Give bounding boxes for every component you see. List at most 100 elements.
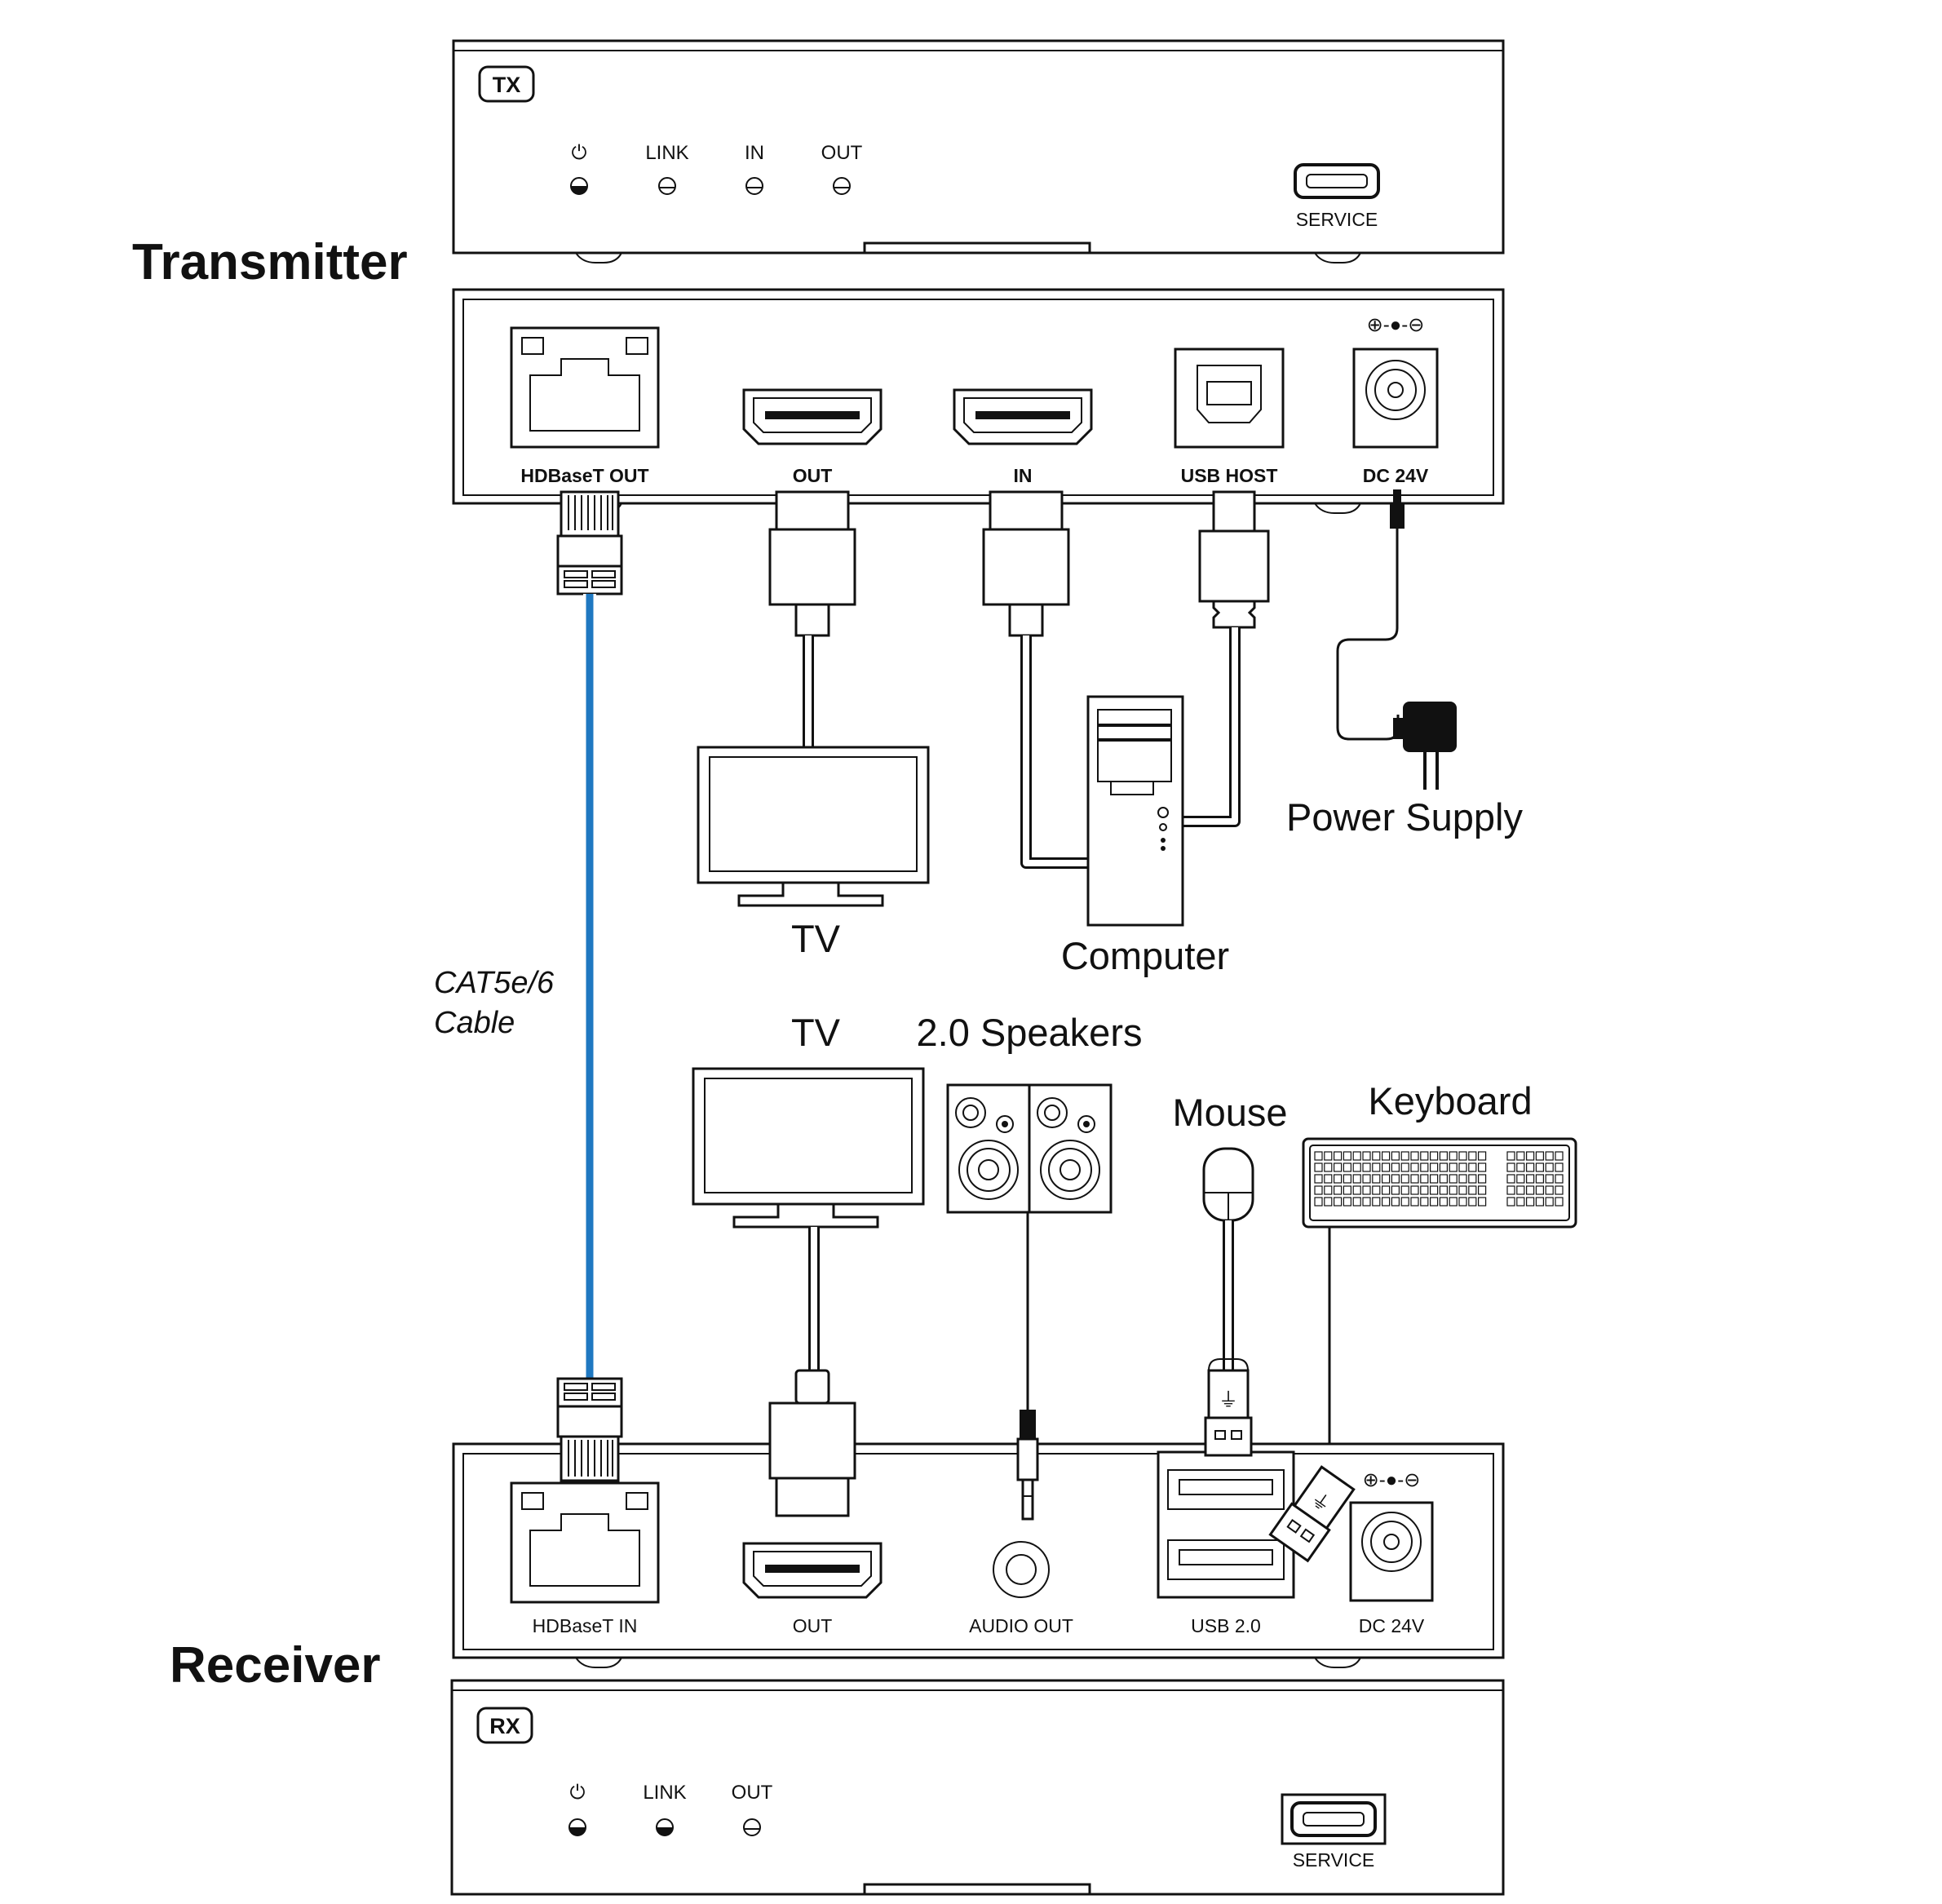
svg-text:OUT: OUT bbox=[793, 465, 833, 486]
keyboard-key bbox=[1352, 1151, 1361, 1161]
keyboard-key bbox=[1468, 1162, 1477, 1172]
keyboard-key bbox=[1458, 1174, 1467, 1184]
tx-hdmi-out-plug bbox=[768, 490, 856, 747]
cable-label-line2: Cable bbox=[434, 1006, 515, 1040]
keyboard-key bbox=[1362, 1151, 1371, 1161]
keyboard-key bbox=[1391, 1162, 1400, 1172]
rx-front-panel: RX ⏻ LINK OUT SERVICE bbox=[450, 1679, 1505, 1896]
keyboard-key bbox=[1525, 1197, 1535, 1207]
keyboard-key bbox=[1449, 1151, 1458, 1161]
keyboard-key bbox=[1410, 1162, 1419, 1172]
rx-hdmi-plug bbox=[768, 1369, 856, 1517]
keyboard-key bbox=[1410, 1151, 1419, 1161]
keyboard-key bbox=[1324, 1197, 1333, 1207]
keyboard-key bbox=[1333, 1174, 1343, 1184]
keyboard-key bbox=[1439, 1162, 1449, 1172]
keyboard-key bbox=[1555, 1151, 1564, 1161]
keyboard-key bbox=[1391, 1185, 1400, 1195]
svg-text:USB 2.0: USB 2.0 bbox=[1191, 1615, 1261, 1636]
keyboard-key bbox=[1439, 1174, 1449, 1184]
keyboard-key bbox=[1429, 1197, 1439, 1207]
svg-text:SERVICE: SERVICE bbox=[1293, 1849, 1375, 1871]
rx-tv-icon bbox=[692, 1067, 925, 1229]
keyboard-key bbox=[1372, 1197, 1381, 1207]
keyboard-key bbox=[1362, 1185, 1371, 1195]
keyboard-key bbox=[1372, 1151, 1381, 1161]
keyboard-key bbox=[1314, 1174, 1323, 1184]
tx-rear-panel: HDBaseT OUT OUT IN USB HOST ⊕-●-⊖ DC 24 bbox=[452, 288, 1505, 514]
keyboard-key bbox=[1314, 1197, 1323, 1207]
keyboard-key bbox=[1506, 1151, 1515, 1161]
keyboard-key bbox=[1516, 1174, 1525, 1184]
tx-led-link: LINK bbox=[645, 142, 689, 195]
keyboard-key bbox=[1429, 1174, 1439, 1184]
keyboard-key bbox=[1468, 1151, 1477, 1161]
svg-text:OUT: OUT bbox=[793, 1615, 833, 1636]
svg-text:RX: RX bbox=[489, 1714, 520, 1738]
rx-led-power: ⏻ bbox=[568, 1782, 586, 1836]
keyboard-key bbox=[1324, 1185, 1333, 1195]
keyboard-key bbox=[1506, 1162, 1515, 1172]
keyboard-key bbox=[1410, 1174, 1419, 1184]
keyboard-key bbox=[1535, 1151, 1545, 1161]
rx-audio-out-port: AUDIO OUT bbox=[969, 1541, 1073, 1636]
keyboard-key bbox=[1535, 1185, 1545, 1195]
keyboard-key bbox=[1545, 1174, 1554, 1184]
rx-usb-plug-mouse: ⏚ bbox=[1204, 1358, 1253, 1457]
svg-text:OUT: OUT bbox=[732, 1782, 773, 1804]
rx-led-link: LINK bbox=[643, 1782, 687, 1836]
power-icon: ⏻ bbox=[570, 1782, 586, 1804]
keyboard-key bbox=[1545, 1185, 1554, 1195]
computer-label: Computer bbox=[1061, 934, 1229, 977]
rx-service-port: SERVICE bbox=[1281, 1793, 1387, 1871]
rx-led-out: OUT bbox=[732, 1782, 773, 1836]
rx-hdmi-out-port: OUT bbox=[742, 1542, 883, 1636]
svg-text:SERVICE: SERVICE bbox=[1296, 209, 1378, 230]
tx-tv-label: TV bbox=[791, 917, 841, 960]
keyboard-key bbox=[1410, 1197, 1419, 1207]
rx-badge: RX bbox=[476, 1707, 533, 1744]
keyboard-key bbox=[1352, 1162, 1361, 1172]
keyboard-key bbox=[1314, 1185, 1323, 1195]
svg-text:TX: TX bbox=[493, 73, 521, 97]
svg-text:DC 24V: DC 24V bbox=[1359, 1615, 1425, 1636]
keyboard-key bbox=[1449, 1197, 1458, 1207]
keyboard-key bbox=[1372, 1185, 1381, 1195]
keyboard-key bbox=[1391, 1174, 1400, 1184]
keyboard-key bbox=[1333, 1197, 1343, 1207]
keyboard-key bbox=[1391, 1197, 1400, 1207]
keyboard-key bbox=[1343, 1162, 1352, 1172]
svg-text:LINK: LINK bbox=[643, 1782, 686, 1804]
svg-text:AUDIO OUT: AUDIO OUT bbox=[969, 1615, 1073, 1636]
keyboard-key bbox=[1420, 1197, 1429, 1207]
rx-cables bbox=[808, 1212, 1331, 1477]
keyboard-key bbox=[1449, 1174, 1458, 1184]
keyboard-key bbox=[1343, 1151, 1352, 1161]
tx-usb-host-port: USB HOST bbox=[1174, 348, 1285, 486]
svg-text:LINK: LINK bbox=[645, 142, 688, 164]
rx-dc-port: ⊕-●-⊖ DC 24V bbox=[1349, 1469, 1434, 1636]
keyboard-key bbox=[1381, 1185, 1391, 1195]
keyboard-key bbox=[1477, 1185, 1487, 1195]
keyboard-key bbox=[1439, 1151, 1449, 1161]
svg-text:OUT: OUT bbox=[821, 142, 863, 164]
svg-text:IN: IN bbox=[745, 142, 764, 164]
keyboard-label: Keyboard bbox=[1368, 1079, 1532, 1122]
keyboard-key bbox=[1439, 1185, 1449, 1195]
keyboard-key bbox=[1324, 1151, 1333, 1161]
keyboard-key bbox=[1343, 1174, 1352, 1184]
keyboard-key bbox=[1525, 1185, 1535, 1195]
rx-usb-plug-keyboard: ⏚ bbox=[1268, 1465, 1356, 1563]
tx-rj45-plug bbox=[556, 490, 623, 596]
keyboard-key bbox=[1420, 1185, 1429, 1195]
keyboard-key bbox=[1381, 1151, 1391, 1161]
keyboard-key bbox=[1477, 1174, 1487, 1184]
tx-hdmi-out-port: OUT bbox=[742, 388, 883, 486]
keyboard-key bbox=[1555, 1185, 1564, 1195]
keyboard-icon bbox=[1302, 1137, 1577, 1229]
keyboard-key bbox=[1391, 1151, 1400, 1161]
keyboard-key bbox=[1477, 1162, 1487, 1172]
svg-text:DC 24V: DC 24V bbox=[1363, 465, 1429, 486]
keyboard-key bbox=[1516, 1197, 1525, 1207]
